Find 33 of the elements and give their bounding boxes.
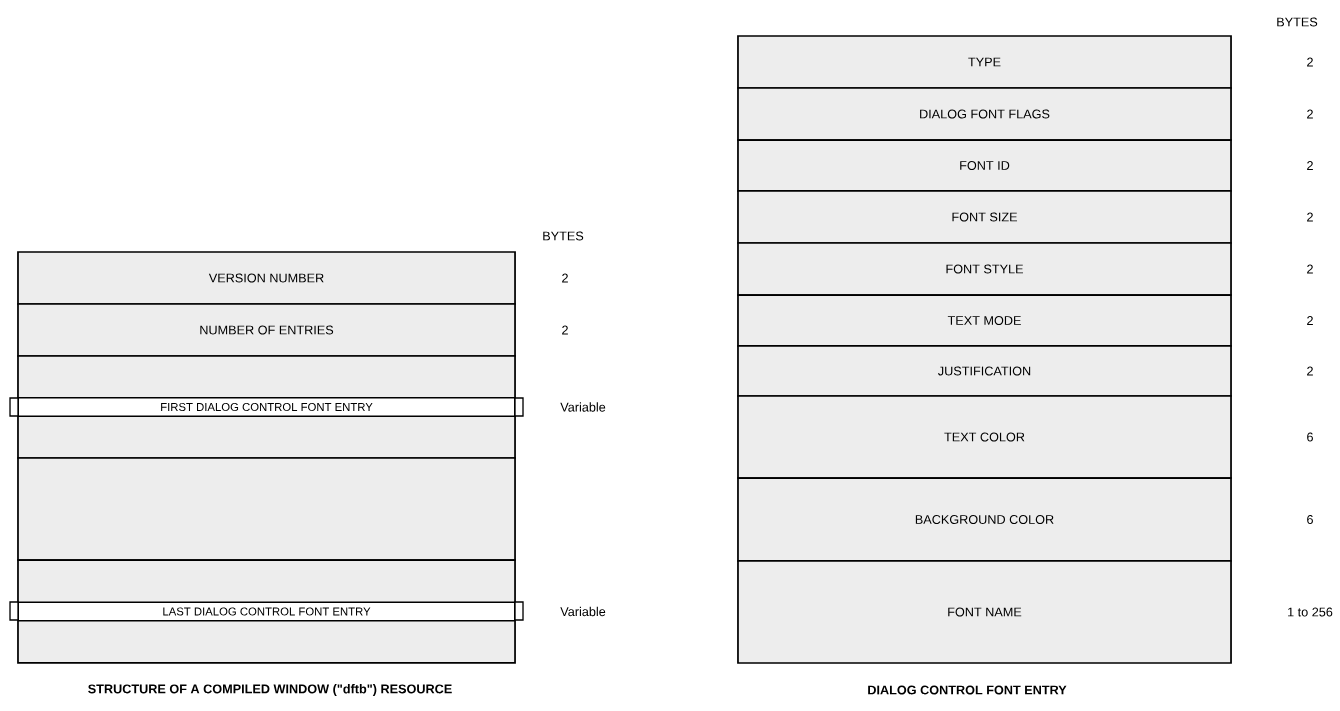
table-row: FONT STYLE: [737, 242, 1232, 296]
table-row: NUMBER OF ENTRIES: [17, 303, 516, 357]
table-row: TYPE: [737, 35, 1232, 89]
byte-count: 2: [1307, 316, 1313, 325]
table-row: DIALOG FONT FLAGS: [737, 87, 1232, 141]
byte-count: Variable: [560, 402, 606, 412]
table-row-break: FIRST DIALOG CONTROL FONT ENTRY: [17, 355, 516, 459]
table-row: JUSTIFICATION: [737, 345, 1232, 397]
byte-count: 6: [1307, 432, 1313, 442]
byte-count: 6: [1307, 515, 1313, 524]
byte-count: 2: [1307, 109, 1313, 119]
byte-count: 2: [1307, 264, 1313, 274]
table-row: FONT ID: [737, 139, 1232, 192]
byte-count: 2: [1307, 212, 1313, 222]
byte-count: Variable: [560, 606, 606, 617]
caption: STRUCTURE OF A COMPILED WINDOW ("dftb") RESOURCE: [88, 684, 452, 696]
table-row: VERSION NUMBER: [17, 251, 516, 305]
table-row: [17, 457, 516, 561]
table-row-break: LAST DIALOG CONTROL FONT ENTRY: [17, 559, 516, 664]
table-row: TEXT COLOR: [737, 395, 1232, 479]
byte-count: 1 to 256: [1288, 607, 1333, 617]
caption: DIALOG CONTROL FONT ENTRY: [868, 685, 1067, 695]
byte-count: 2: [562, 325, 568, 335]
table-row: TEXT MODE: [737, 294, 1232, 347]
byte-count: 2: [1307, 161, 1313, 170]
table-row: BACKGROUND COLOR: [737, 477, 1232, 562]
table-row: FONT NAME: [737, 560, 1232, 664]
table-row: FONT SIZE: [737, 190, 1232, 244]
byte-count: 2: [1307, 57, 1313, 67]
bytes-header: BYTES: [543, 231, 584, 241]
bytes-header: BYTES: [1277, 17, 1318, 27]
byte-count: 2: [1307, 366, 1313, 376]
byte-count: 2: [562, 273, 568, 283]
